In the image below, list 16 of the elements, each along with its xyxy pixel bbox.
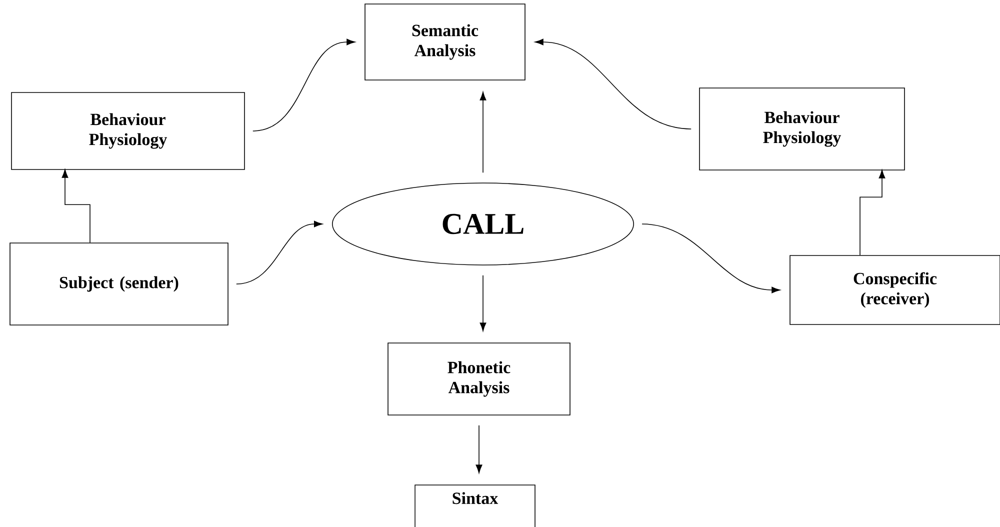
arrow bbox=[480, 275, 486, 332]
process-box: Conspecific (receiver) bbox=[790, 255, 1000, 325]
process-box: Phonetic Analysis bbox=[388, 342, 570, 416]
process-box: Behaviour Physiology bbox=[699, 88, 905, 170]
arrow bbox=[534, 38, 692, 130]
process-box: Semantic Analysis bbox=[364, 4, 526, 80]
process-box: Sintax bbox=[414, 484, 536, 527]
arrow bbox=[860, 170, 886, 256]
process-box: Behaviour Physiology bbox=[11, 92, 245, 170]
arrow bbox=[476, 425, 482, 474]
arrow bbox=[642, 224, 780, 294]
arrow bbox=[236, 220, 323, 284]
arrow bbox=[480, 92, 486, 173]
arrow bbox=[62, 169, 90, 243]
process-box: Subject (sender) bbox=[10, 242, 228, 326]
arrow bbox=[252, 38, 356, 132]
